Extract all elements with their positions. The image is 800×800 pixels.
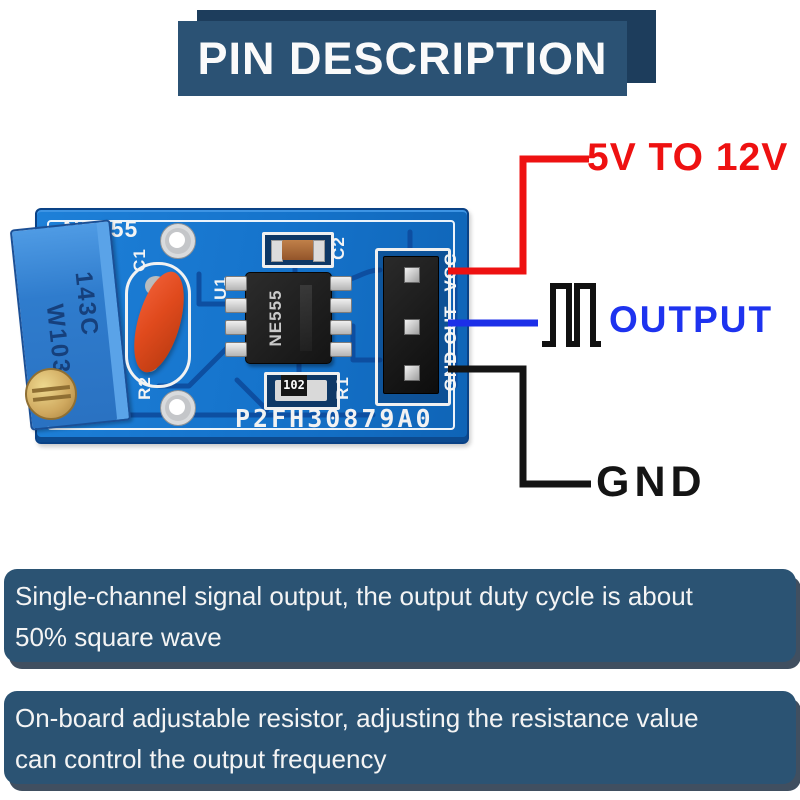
note-line: 50% square wave — [15, 622, 222, 652]
header-pin-gnd — [404, 365, 420, 381]
chip-pin — [225, 342, 247, 357]
mounting-hole-bottom — [160, 390, 196, 426]
chip-marking: NE555 — [266, 289, 285, 347]
note-box-adjustable-resistor: On-board adjustable resistor, adjusting … — [4, 691, 796, 784]
header-pin-out — [404, 319, 420, 335]
label-c2: C2 — [329, 236, 348, 260]
ne555-chip: NE555 — [245, 272, 332, 364]
note-line: Single-channel signal output, the output… — [15, 581, 693, 611]
chip-pin — [330, 320, 352, 335]
r1-resistor: 102 — [264, 372, 340, 410]
mounting-hole-top — [160, 223, 196, 259]
chip-pin — [330, 342, 352, 357]
power-label: 5V TO 12V — [587, 136, 789, 179]
pin-header — [383, 256, 439, 394]
label-r2: R2 — [135, 376, 154, 400]
chip-pin — [330, 298, 352, 313]
smd-terminal — [313, 240, 325, 262]
pin-label-vcc: VCC — [441, 252, 460, 292]
note-box-signal-output: Single-channel signal output, the output… — [4, 569, 796, 662]
header-pin-vcc — [404, 267, 420, 283]
chip-pin — [330, 276, 352, 291]
output-label: OUTPUT — [609, 299, 774, 340]
trimmer-screw — [25, 368, 77, 420]
vcc-wire — [448, 155, 589, 275]
c2-capacitor — [262, 232, 334, 268]
pcb-traces — [94, 229, 458, 418]
gnd-wire — [448, 365, 591, 488]
label-r1: R1 — [333, 376, 352, 400]
title-banner: PIN DESCRIPTION — [178, 21, 627, 96]
c2-ceramic-body — [282, 240, 314, 260]
note-line: can control the output frequency — [15, 744, 387, 774]
c1-pad-outline — [125, 262, 191, 388]
r1-code: 102 — [281, 375, 307, 396]
serial-number: P2FH30879A0 — [235, 404, 434, 433]
pcb-board: NE555 143C W103 C1 R2 U1 NE555 — [9, 208, 469, 444]
pin-label-out: OUT — [441, 305, 460, 345]
chip-pin — [225, 298, 247, 313]
trimmer-marking-1: 143C — [69, 270, 104, 339]
chip-faint-marking — [300, 285, 312, 351]
chip-pin — [225, 320, 247, 335]
chip-pin — [225, 276, 247, 291]
trimmer-marking-2: W103 — [40, 302, 76, 376]
ground-label: GND — [596, 458, 707, 506]
screw-slot — [31, 385, 71, 393]
pin-label-gnd: GND — [441, 350, 460, 392]
note-line: On-board adjustable resistor, adjusting … — [15, 703, 699, 733]
label-c1: C1 — [130, 248, 149, 272]
page-title: PIN DESCRIPTION — [197, 32, 608, 84]
square-wave-icon — [542, 283, 601, 347]
